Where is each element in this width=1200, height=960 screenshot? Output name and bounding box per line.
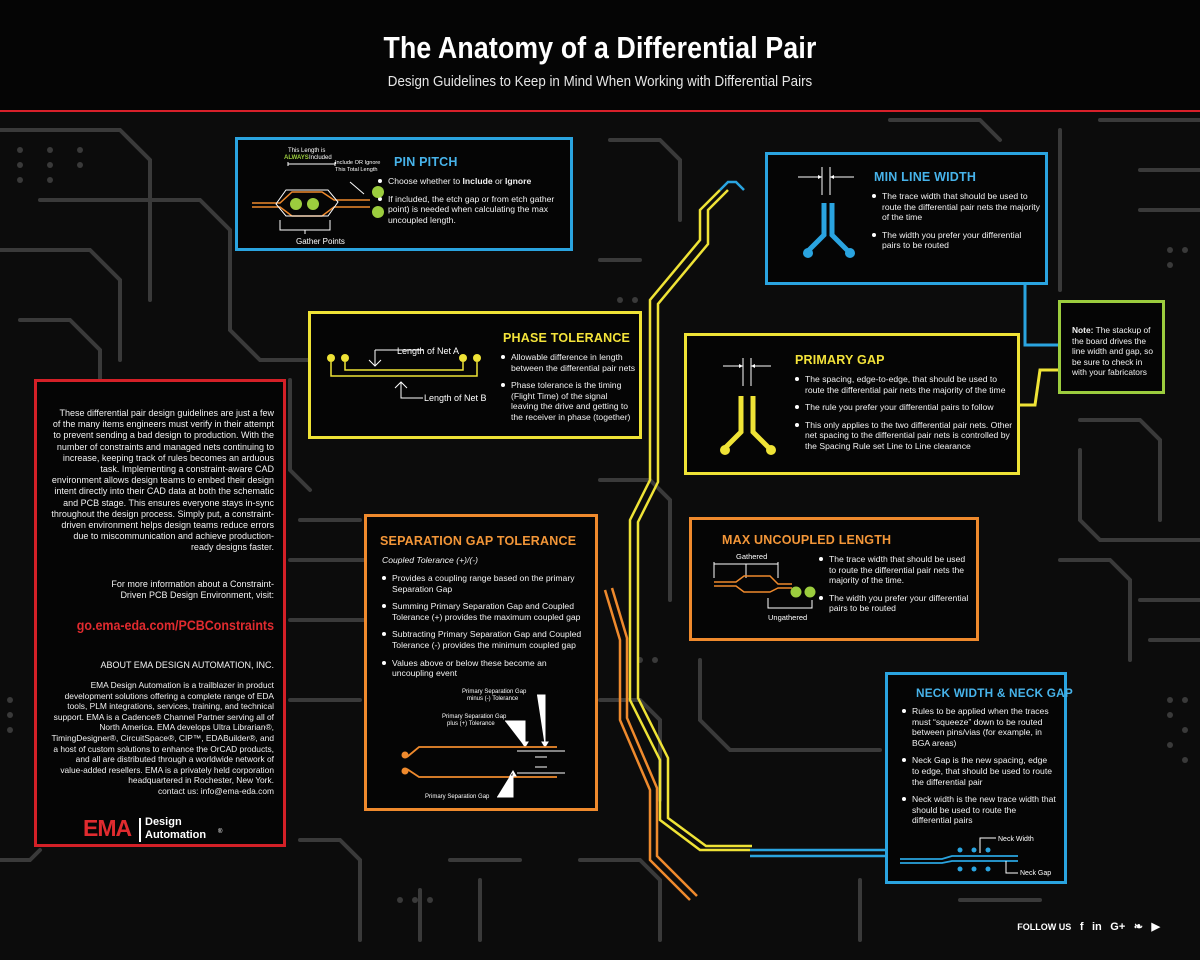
pin-pitch-title: PIN PITCH xyxy=(394,155,458,169)
separation-gap-title: SEPARATION GAP TOLERANCE xyxy=(380,534,577,548)
max-uncoupled-bullets: The trace width that should be used to r… xyxy=(819,554,971,621)
panel-about-heading: ABOUT EMA DESIGN AUTOMATION, INC. xyxy=(100,660,274,670)
googleplus-icon[interactable]: G+ xyxy=(1110,921,1126,933)
fig-net-a-label: Length of Net A xyxy=(397,346,459,356)
pin-pitch-box: PIN PITCH Choose whether to Include or I… xyxy=(235,137,573,251)
phase-tolerance-box: PHASE TOLERANCE Allowable difference in … xyxy=(308,311,642,439)
phase-tolerance-bullet-2: Phase tolerance is the timing (Flight Ti… xyxy=(501,380,637,422)
panel-about-text: EMA Design Automation is a trailblazer i… xyxy=(51,680,274,786)
primary-gap-bullets: The spacing, edge-to-edge, that should b… xyxy=(795,374,1013,459)
neck-box: NECK WIDTH & NECK GAP Rules to be applie… xyxy=(885,672,1073,884)
header: The Anatomy of a Differential Pair Desig… xyxy=(0,0,1200,112)
fig-plus-label-1: Primary Separation Gap xyxy=(442,714,507,720)
footer: FOLLOW US f in G+ ❧ ▶ xyxy=(1017,920,1160,933)
note-label: Note: xyxy=(1072,325,1094,335)
note-text: Note: The stackup of the board drives th… xyxy=(1072,325,1154,378)
pin-pitch-bullet-1: Choose whether to Include or Ignore xyxy=(378,176,568,187)
ema-logo: EMA Design Automation ® xyxy=(83,815,243,844)
min-line-width-bullets: The trace width that should be used to r… xyxy=(872,191,1040,258)
neck-title: NECK WIDTH & NECK GAP xyxy=(916,686,1073,700)
min-line-width-box: MIN LINE WIDTH The trace width that shou… xyxy=(765,152,1048,285)
fig-gathered-label: Gathered xyxy=(736,552,767,561)
primary-gap-bullet-1: The spacing, edge-to-edge, that should b… xyxy=(795,374,1013,395)
fig-plus-label-2: plus (+) Tolerance xyxy=(447,721,495,727)
neck-figure: Neck Width Neck Gap xyxy=(900,836,1051,877)
ema-logo-line2: Automation xyxy=(145,829,207,841)
pin-pitch-bullets: Choose whether to Include or Ignore If i… xyxy=(378,176,568,232)
fig-length-label-always: ALWAYS xyxy=(284,155,309,161)
neck-bullet-3: Neck width is the new trace width that s… xyxy=(902,794,1056,826)
phase-tolerance-bullet-1: Allowable difference in length between t… xyxy=(501,352,637,373)
page-title: The Anatomy of a Differential Pair xyxy=(383,30,817,65)
fig-minus-label-1: Primary Separation Gap xyxy=(462,689,527,695)
fig-minus-label-2: minus (-) Tolerance xyxy=(467,696,519,702)
phase-tolerance-bullets: Allowable difference in length between t… xyxy=(501,352,637,430)
note-box: Note: The stackup of the board drives th… xyxy=(1058,300,1165,394)
fig-ignore-label-2: This Total Length xyxy=(335,167,378,173)
min-line-width-bullet-1: The trace width that should be used to r… xyxy=(872,191,1040,223)
linkedin-icon[interactable]: in xyxy=(1092,921,1102,933)
phase-tolerance-title: PHASE TOLERANCE xyxy=(503,331,631,345)
panel-contact: contact us: info@ema-eda.com xyxy=(157,786,274,796)
primary-gap-title: PRIMARY GAP xyxy=(795,353,885,367)
min-line-width-figure xyxy=(798,167,855,258)
page-subtitle: Design Guidelines to Keep in Mind When W… xyxy=(387,74,813,90)
max-uncoupled-figure: Gathered Ungathered xyxy=(713,552,816,622)
neck-bullet-1: Rules to be applied when the traces must… xyxy=(902,706,1056,748)
separation-gap-bullet-3: Subtracting Primary Separation Gap and C… xyxy=(382,629,587,650)
separation-gap-figure: Primary Separation Gap minus (-) Toleran… xyxy=(401,689,565,800)
fig-length-label-2: Included xyxy=(309,155,332,161)
panel-url-link[interactable]: go.ema-eda.com/PCBConstraints xyxy=(76,618,274,633)
pin-pitch-bullet-2: If included, the etch gap or from etch g… xyxy=(378,194,568,226)
fig-ignore-label-1: Include OR Ignore xyxy=(335,160,380,166)
panel-more-info: For more information about a Constraint-… xyxy=(111,579,274,601)
neck-bullet-2: Neck Gap is the new spacing, edge to edg… xyxy=(902,755,1056,787)
max-uncoupled-box: MAX UNCOUPLED LENGTH The trace width tha… xyxy=(689,517,979,641)
about-panel: These differential pair design guideline… xyxy=(34,379,286,847)
fig-length-label-1: This Length is xyxy=(288,148,325,154)
ema-logo-reg: ® xyxy=(218,829,223,835)
separation-gap-bullet-2: Summing Primary Separation Gap and Coupl… xyxy=(382,601,587,622)
primary-gap-figure xyxy=(720,358,776,455)
pin-pitch-figure: This Length is ALWAYS Included Include O… xyxy=(252,148,384,246)
ema-logo-divider xyxy=(139,818,141,842)
fig-primary-label: Primary Separation Gap xyxy=(425,794,490,800)
fig-net-b-label: Length of Net B xyxy=(424,393,487,403)
fig-neck-width-label: Neck Width xyxy=(998,836,1034,843)
ema-logo-mark: EMA xyxy=(83,815,132,841)
separation-gap-box: SEPARATION GAP TOLERANCE Coupled Toleran… xyxy=(364,514,598,811)
neck-bullets: Rules to be applied when the traces must… xyxy=(902,706,1056,833)
max-uncoupled-title: MAX UNCOUPLED LENGTH xyxy=(722,533,892,547)
facebook-icon[interactable]: f xyxy=(1079,921,1084,933)
min-line-width-bullet-2: The width you prefer your differential p… xyxy=(872,230,1040,251)
separation-gap-bullets: Provides a coupling range based on the p… xyxy=(382,573,587,686)
twitter-icon[interactable]: ❧ xyxy=(1133,921,1144,933)
max-uncoupled-bullet-2: The width you prefer your differential p… xyxy=(819,593,971,614)
panel-intro: These differential pair design guideline… xyxy=(51,408,274,553)
fig-neck-gap-label: Neck Gap xyxy=(1020,870,1051,877)
youtube-icon[interactable]: ▶ xyxy=(1151,921,1160,933)
fig-ungathered-label: Ungathered xyxy=(768,613,807,622)
separation-gap-bullet-4: Values above or below these become an un… xyxy=(382,658,587,679)
max-uncoupled-bullet-1: The trace width that should be used to r… xyxy=(819,554,971,586)
follow-us-label: FOLLOW US xyxy=(1017,922,1072,932)
ema-logo-line1: Design xyxy=(145,816,182,828)
fig-gather-label: Gather Points xyxy=(296,237,345,246)
primary-gap-bullet-3: This only applies to the two differentia… xyxy=(795,420,1013,452)
min-line-width-title: MIN LINE WIDTH xyxy=(874,170,977,184)
separation-gap-subtitle: Coupled Tolerance (+)/(-) xyxy=(382,555,478,565)
primary-gap-bullet-2: The rule you prefer your differential pa… xyxy=(795,402,1013,413)
primary-gap-box: PRIMARY GAP The spacing, edge-to-edge, t… xyxy=(684,333,1020,475)
separation-gap-bullet-1: Provides a coupling range based on the p… xyxy=(382,573,587,594)
phase-tolerance-figure: Length of Net A Length of Net B xyxy=(327,346,487,403)
